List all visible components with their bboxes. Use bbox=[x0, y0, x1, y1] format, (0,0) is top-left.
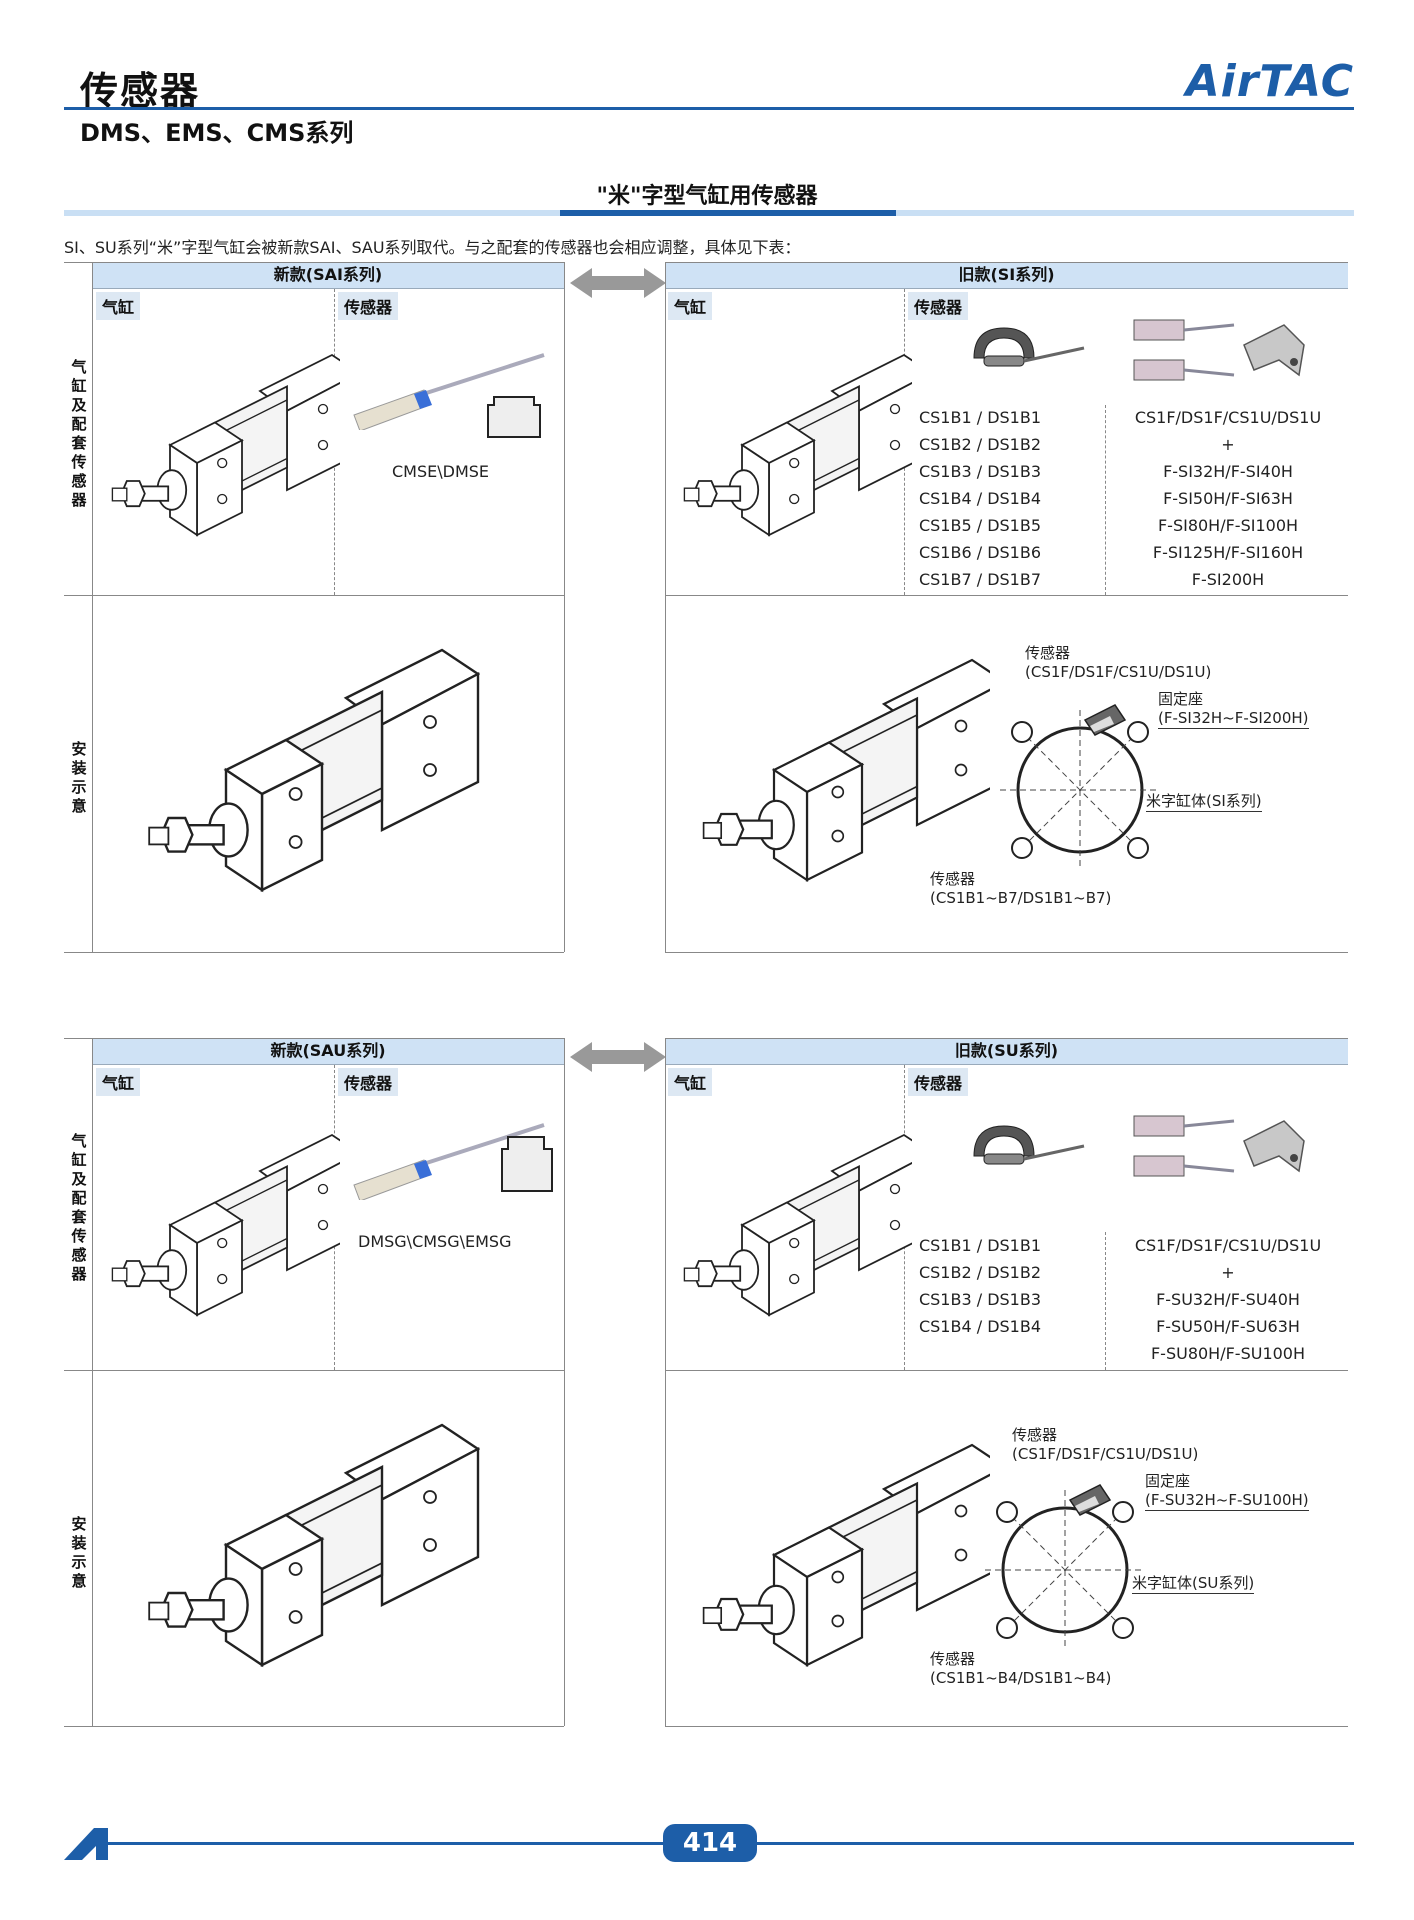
switch-mount-image bbox=[1132, 318, 1306, 382]
label-cylinder: 气缸 bbox=[96, 1068, 141, 1096]
label-sensor: 传感器 bbox=[338, 1068, 399, 1096]
cylinder-image bbox=[111, 354, 340, 536]
install-body-label: 米字缸体(SI系列) bbox=[1146, 792, 1262, 812]
install-body-label: 米字缸体(SU系列) bbox=[1132, 1574, 1255, 1594]
page-title: 传感器 bbox=[80, 69, 201, 113]
old-header-2: 旧款(SU系列) bbox=[665, 1038, 1348, 1065]
old-table-2: 旧款(SU系列) bbox=[665, 1038, 1348, 1726]
section-rule-accent bbox=[560, 210, 896, 216]
cylinder-install-image bbox=[147, 648, 480, 892]
new-table-1: 新款(SAI系列) bbox=[64, 262, 564, 952]
replace-arrow bbox=[570, 268, 666, 298]
old-table-1: 旧款(SI系列) bbox=[665, 262, 1348, 952]
switch-mount-image bbox=[1132, 1114, 1306, 1178]
install-sensor2-label: 传感器(CS1B1~B7/DS1B1~B7) bbox=[930, 870, 1112, 907]
row-label-parts: 气缸及配套传感器 bbox=[71, 358, 87, 509]
header-rule bbox=[64, 107, 1354, 110]
cylinder-install-image bbox=[702, 658, 990, 882]
profile-icon bbox=[501, 1136, 553, 1192]
cylinder-install-image bbox=[147, 1423, 480, 1667]
new-table-2: 新款(SAU系列) bbox=[64, 1038, 564, 1726]
row-label-install: 安装示意 bbox=[71, 740, 87, 815]
page-subtitle: DMS、EMS、CMS系列 bbox=[80, 119, 354, 147]
airtac-logo: AirTAC bbox=[1185, 56, 1354, 107]
cylinder-image bbox=[111, 1134, 340, 1316]
label-sensor: 传感器 bbox=[908, 1068, 969, 1096]
cross-section-diagram bbox=[983, 1483, 1147, 1652]
label-cylinder: 气缸 bbox=[668, 1068, 713, 1096]
new-header-2: 新款(SAU系列) bbox=[92, 1038, 564, 1065]
cylinder-install-image bbox=[702, 1443, 990, 1667]
airtac-mark-icon bbox=[64, 1828, 108, 1860]
clamp-sensor-image bbox=[972, 326, 1086, 368]
label-sensor: 传感器 bbox=[338, 292, 399, 320]
clamp-sensor-image bbox=[972, 1124, 1086, 1166]
cross-section-diagram bbox=[998, 703, 1162, 872]
replace-arrow bbox=[570, 1042, 666, 1072]
row-label-parts: 气缸及配套传感器 bbox=[71, 1132, 87, 1283]
install-sensor-label: 传感器(CS1F/DS1F/CS1U/DS1U) bbox=[1025, 644, 1212, 681]
label-sensor: 传感器 bbox=[908, 292, 969, 320]
label-cylinder: 气缸 bbox=[96, 292, 141, 320]
install-sensor2-label: 传感器(CS1B1~B4/DS1B1~B4) bbox=[930, 1650, 1112, 1687]
new-sensor-model: CMSE\DMSE bbox=[392, 462, 490, 481]
section-title: "米"字型气缸用传感器 bbox=[596, 184, 818, 209]
install-mount-label: 固定座(F-SI32H~F-SI200H) bbox=[1158, 690, 1309, 729]
profile-icon bbox=[487, 396, 541, 438]
row-label-install: 安装示意 bbox=[71, 1515, 87, 1590]
install-mount-label: 固定座(F-SU32H~F-SU100H) bbox=[1145, 1472, 1309, 1511]
page-number: 414 bbox=[663, 1824, 757, 1862]
cylinder-image bbox=[683, 354, 912, 536]
label-cylinder: 气缸 bbox=[668, 292, 713, 320]
cylinder-image bbox=[683, 1134, 912, 1316]
intro-text: SI、SU系列“米”字型气缸会被新款SAI、SAU系列取代。与之配套的传感器也会… bbox=[64, 238, 801, 257]
new-header-1: 新款(SAI系列) bbox=[92, 262, 564, 289]
install-sensor-label: 传感器(CS1F/DS1F/CS1U/DS1U) bbox=[1012, 1426, 1199, 1463]
new-sensor-model: DMSG\CMSG\EMSG bbox=[358, 1232, 512, 1251]
old-header-1: 旧款(SI系列) bbox=[665, 262, 1348, 289]
